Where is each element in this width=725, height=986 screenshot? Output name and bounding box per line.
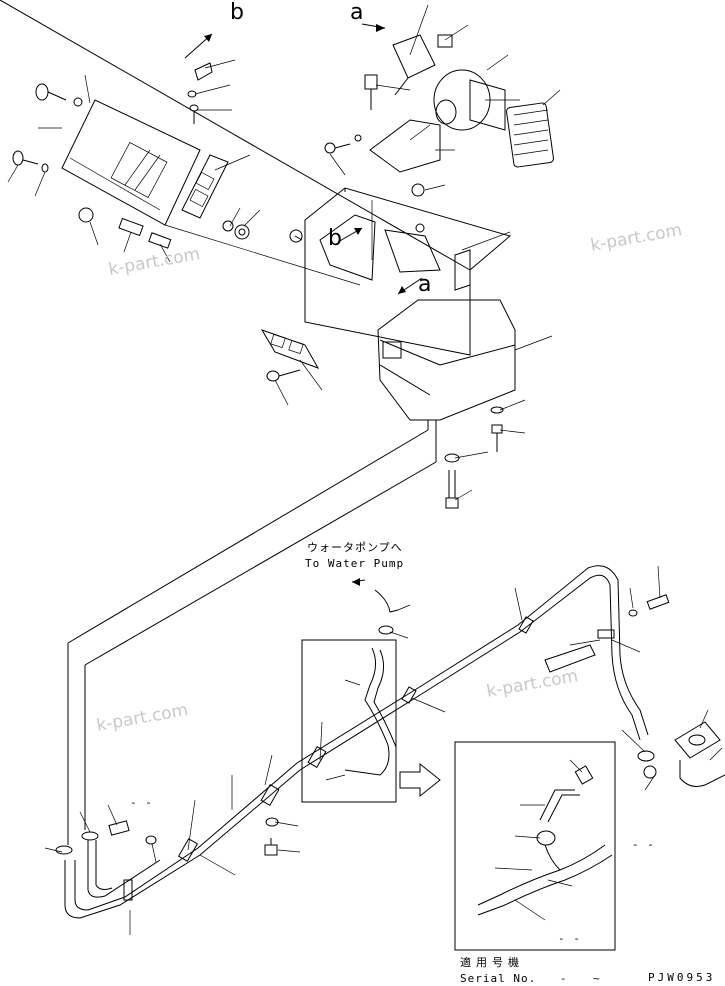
serial-label-en: Serial No. bbox=[460, 972, 537, 985]
serial-number-block: 適用号機 Serial No. - ~ bbox=[460, 955, 601, 986]
right-dashes: - - bbox=[632, 838, 655, 851]
water-pump-note-jp: ウォータポンプへ bbox=[307, 541, 403, 554]
inset-dashes: - - bbox=[558, 932, 581, 945]
callout-b: b bbox=[328, 226, 342, 251]
serial-label-row: Serial No. - ~ bbox=[460, 971, 601, 986]
callout-a: a bbox=[418, 272, 432, 297]
water-pump-note: ウォータポンプへ To Water Pump bbox=[305, 540, 404, 572]
heater-fan-assembly bbox=[324, 4, 561, 233]
heater-case bbox=[0, 0, 553, 509]
cover-plate-assembly bbox=[7, 33, 361, 286]
serial-tilde: ~ bbox=[593, 972, 601, 985]
mid-dashes: - - bbox=[130, 796, 153, 809]
view-label-b: b bbox=[230, 0, 244, 25]
serial-label-jp: 適用号機 bbox=[460, 956, 524, 969]
drawing-code: PJW0953 bbox=[648, 971, 716, 984]
view-label-a: a bbox=[350, 0, 364, 25]
serial-dash: - bbox=[559, 972, 568, 985]
heater-hose-piping bbox=[44, 429, 725, 951]
water-pump-note-en: To Water Pump bbox=[305, 557, 405, 570]
